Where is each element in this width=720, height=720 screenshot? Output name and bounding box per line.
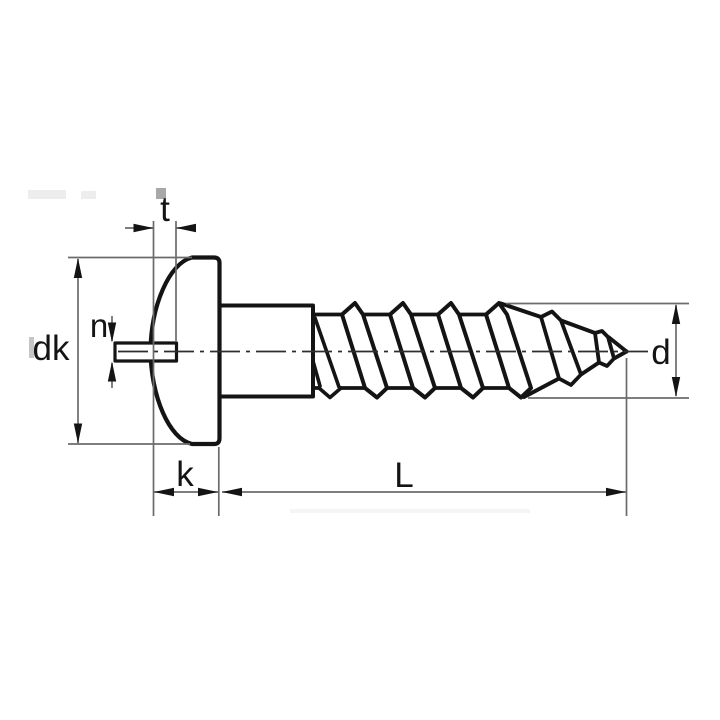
thread-band xyxy=(539,309,583,387)
label-head-height-k: k xyxy=(176,455,194,494)
d-arrow-up xyxy=(671,304,681,324)
l-arrow-right xyxy=(606,487,626,497)
k-arrow-left xyxy=(154,487,174,497)
d-arrow-down xyxy=(671,377,681,397)
dimension-arrowheads xyxy=(73,223,681,497)
t-arrow-left xyxy=(133,223,154,233)
thread-band xyxy=(593,329,616,368)
watermark-square-marker xyxy=(156,188,166,199)
k-arrow-right xyxy=(198,487,218,497)
label-head-diameter-dk: dk xyxy=(33,329,70,368)
label-slot-width-n: n xyxy=(90,307,108,344)
dimension-labels: t n dk k L d xyxy=(33,190,671,495)
t-arrow-right xyxy=(176,223,196,233)
thread-start xyxy=(311,316,343,400)
thread-crest-bands xyxy=(340,301,533,400)
smudge-mark xyxy=(81,191,96,199)
dk-arrow-down xyxy=(73,423,83,444)
thread-band xyxy=(484,301,533,400)
taper-thread-bands xyxy=(539,309,616,387)
faded-glyph-artifact xyxy=(29,337,34,358)
thread-band xyxy=(388,301,437,400)
label-thread-diameter-d: d xyxy=(651,333,670,372)
thread-band xyxy=(340,301,389,400)
screw-point-taper xyxy=(499,301,629,399)
l-arrow-left xyxy=(222,487,242,497)
label-slot-depth-t: t xyxy=(160,190,170,229)
label-length-L: L xyxy=(394,456,413,495)
watermark-smudges xyxy=(28,190,530,513)
thread-root-lines xyxy=(311,312,511,390)
dk-arrow-up xyxy=(73,258,83,278)
n-arrow-down xyxy=(107,322,117,343)
n-arrow-up xyxy=(107,361,117,382)
smudge-mark xyxy=(290,509,530,513)
smudge-mark xyxy=(28,190,66,199)
thread-band xyxy=(436,301,485,400)
screw-outline xyxy=(113,255,629,447)
